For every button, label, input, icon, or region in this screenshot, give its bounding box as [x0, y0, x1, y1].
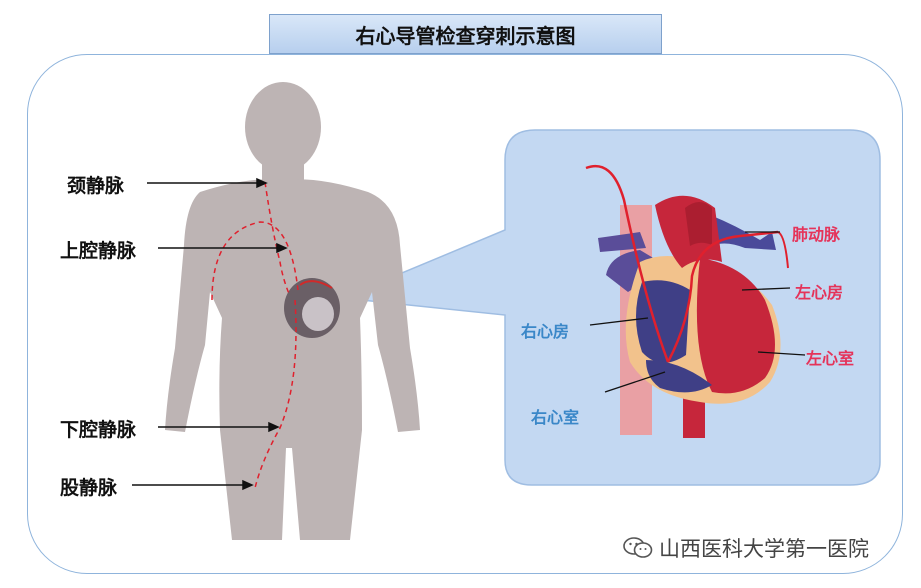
body-silhouette	[165, 82, 420, 540]
body-arrows	[132, 177, 288, 491]
small-heart	[284, 278, 340, 338]
label-inferior-vena-cava: 下腔静脉	[60, 419, 137, 441]
watermark-text: 山西医科大学第一医院	[659, 537, 869, 561]
label-left-atrium: 左心房	[795, 283, 844, 302]
zoom-callout	[341, 129, 881, 486]
label-right-ventricle: 右心室	[531, 408, 580, 427]
label-superior-vena-cava: 上腔静脉	[60, 240, 137, 262]
diagram-title: 右心导管检查穿刺示意图	[269, 14, 662, 54]
catheter-path-body	[211, 181, 299, 489]
heart-leader-lines	[589, 231, 806, 393]
watermark: 山西医科大学第一医院	[623, 533, 869, 563]
diagram-frame	[27, 54, 903, 574]
label-jugular-vein: 颈静脉	[67, 175, 125, 197]
label-pulmonary-artery: 肺动脉	[792, 225, 841, 244]
wechat-icon	[623, 537, 653, 558]
label-left-ventricle: 左心室	[806, 349, 855, 368]
label-right-atrium: 右心房	[521, 322, 570, 341]
label-femoral-vein: 股静脉	[60, 477, 118, 499]
